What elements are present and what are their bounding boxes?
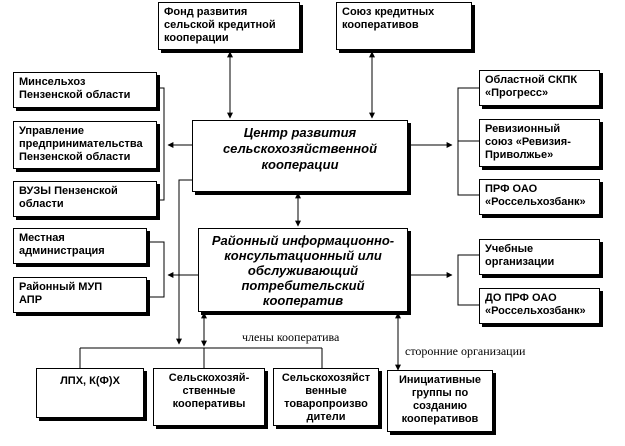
left-lower-bracket [148,241,165,298]
union-box: Союз кредитных кооперативов [336,2,472,50]
initiative-box: Инициативные группы по созданию кооперат… [387,370,493,432]
district-coop-box: Районный информационно- консультационный… [198,228,408,312]
prf-box: ПРФ ОАО «Россельхозбанк» [479,179,600,215]
do-prf-box: ДО ПРФ ОАО «Россельхозбанк» [479,288,600,324]
universities-box: ВУЗЫ Пензенской области [13,181,157,217]
entrepreneurship-box: Управление предпринимательства Пензенско… [13,121,157,169]
right-lower-bracket [457,254,479,306]
members-label: члены кооператива [242,330,340,344]
center-box: Центр развития сельскохозяйственной кооп… [192,120,408,192]
outsiders-label: сторонние организации [405,344,526,358]
producers-box: Сельскохозяйст венные товаропроизво дите… [273,368,379,426]
minselhoz-box: Минсельхоз Пензенской области [13,72,157,108]
educational-box: Учебные организации [479,239,600,275]
skpk-box: Областной СКПК «Прогресс» [479,70,600,106]
mup-box: Районный МУП АПР [13,277,147,313]
left-upper-bracket [158,87,165,201]
lph-box: ЛПХ, К(Ф)Х [36,368,144,418]
revision-union-box: Ревизионный союз «Ревизия- Приволжье» [479,119,600,167]
local-admin-box: Местная администрация [13,228,147,264]
center-down-line [178,179,192,340]
agri-coops-box: Сельскохозяй- ственные кооперативы [153,368,265,426]
fund-box: Фонд развития сельской кредитной коопера… [158,2,300,50]
